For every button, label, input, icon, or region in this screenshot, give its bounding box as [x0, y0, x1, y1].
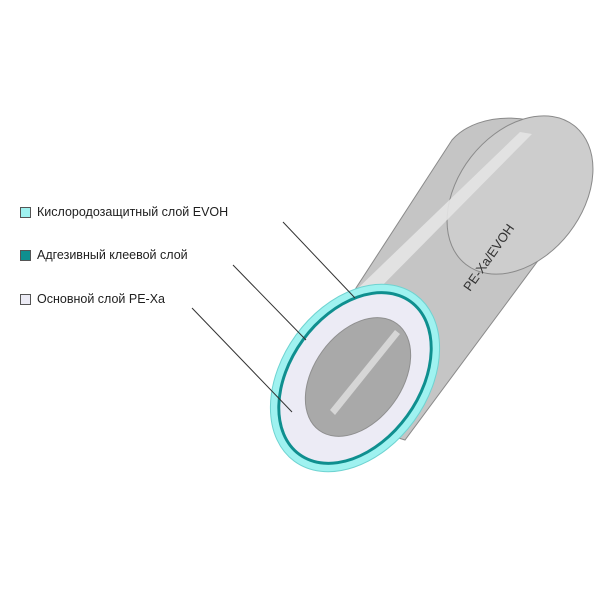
- legend-label-pexa: Основной слой PE-Xa: [37, 292, 165, 306]
- legend-item-pexa: Основной слой PE-Xa: [20, 292, 165, 306]
- legend-label-evoh: Кислородозащитный слой EVOH: [37, 205, 229, 219]
- evoh-swatch: [20, 206, 31, 218]
- leader-line-pexa: [191, 307, 293, 413]
- pexa-swatch: [20, 293, 31, 305]
- legend-item-evoh: Кислородозащитный слой EVOH: [20, 205, 228, 219]
- bore-highlight: [330, 330, 400, 415]
- pipe-far-end: [446, 115, 594, 275]
- legend-label-adhesive: Адгезивный клеевой слой: [37, 248, 188, 262]
- leader-line-adhesive: [232, 264, 307, 341]
- adhesive-swatch: [20, 249, 31, 261]
- leader-line-evoh: [282, 221, 356, 299]
- legend-item-adhesive: Адгезивный клеевой слой: [20, 248, 188, 262]
- pipe-highlight: [356, 132, 532, 296]
